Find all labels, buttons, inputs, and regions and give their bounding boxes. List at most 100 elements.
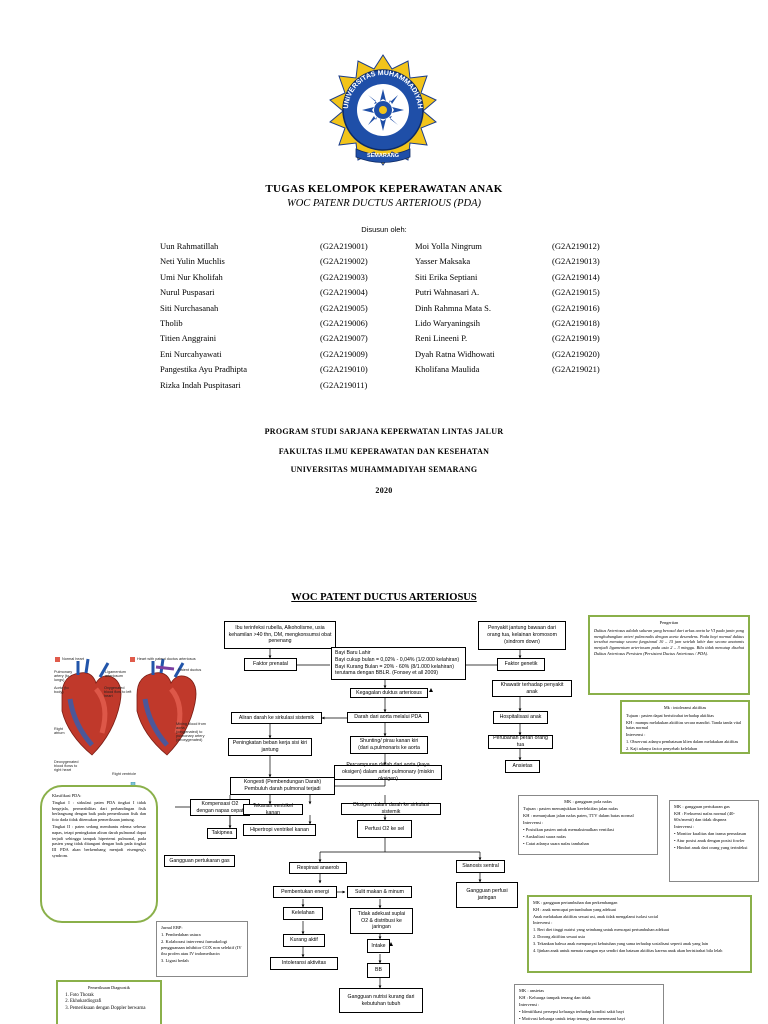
mk-aktivitas-panel: Mk : intoleransi aktifitas Tujuan : pasi… (620, 700, 750, 754)
member-nim: (G2A219015) (552, 287, 600, 297)
member-nim: (G2A219018) (552, 318, 600, 328)
mk-pertukaran-gas-line: KH : Frekuensi nafas normal (40-60x/meni… (674, 811, 735, 823)
woc-node-shunting: Shunting/ pirau kanan kiri (dari a.pulmo… (350, 736, 428, 754)
member-name: Kholifana Maulida (415, 364, 480, 374)
mk-aktivitas-line: Intervensi : (626, 732, 646, 738)
member-nim: (G2A219010) (320, 364, 368, 374)
pengertian-text: Duktus Arteriosus adalah saluran yang be… (594, 627, 744, 656)
mk-aktivitas-lines: Tujuan : pasien dapat beristirahat terha… (626, 712, 744, 754)
member-nim: (G2A219001) (320, 241, 368, 251)
document-title: TUGAS KELOMPOK KEPERAWATAN ANAK (265, 183, 503, 195)
heart-label-deoxygenated: Deoxygenated blood flows to right heart (54, 760, 79, 772)
mk-pertumbuhan-title: MK : gangguan pertumbuhan dan perkembang… (533, 900, 618, 905)
mk-pertukaran-gas-panel: MK : gangguan pertukaran gas KH : Frekue… (669, 800, 759, 882)
mk-aktivitas-line: Tujuan : pasien dapat beristirahat terha… (626, 712, 714, 718)
mk-pertumbuhan-lines: KH : anak mencapai pertumbuhan yang adek… (533, 907, 746, 954)
pengertian-title: Pengertian (659, 620, 679, 625)
mk-pertumbuhan-line: Intervensi : (533, 920, 553, 926)
mk-ansietas-line: • Identifikasi persepsi keluarga terhada… (519, 1009, 625, 1015)
member-name: Uun Rahmatillah (160, 241, 219, 251)
member-nim: (G2A219012) (552, 241, 600, 251)
jurnal-ebp-title: Jurnal EBP: (161, 925, 183, 930)
mk-pertumbuhan-line: 2. Dorong aktifitas sesuai usia (533, 933, 585, 939)
mk-pertukaran-gas-line: Intervensi : (674, 824, 695, 830)
mk-ansietas-line: KH : Keluarga tampak tenang dan tidak (519, 995, 591, 1001)
mk-pola-nafas-title: MK : gangguan pola nafas (564, 799, 612, 804)
mk-pertukaran-gas-line: • Hindari anak dari orang yang terinfeks… (674, 845, 748, 851)
member-name: Dinh Rahmna Mata S. (415, 303, 492, 313)
member-nim: (G2A219020) (552, 349, 600, 359)
heart-label-oxygenated: Oxygenated blood flow to left heart (104, 686, 132, 698)
member-name: Lido Waryaningsih (415, 318, 481, 328)
member-name: Putri Wahnasari A. (415, 287, 480, 297)
university-logo: UNIVERSITAS MUHAMMADIYAH SEMARANG (329, 54, 437, 166)
member-name: Umi Nur Kholifah (160, 272, 223, 282)
program-name: PROGRAM STUDI SARJANA KEPERWATAN LINTAS … (264, 427, 504, 436)
woc-node-percampuran: Percampuran darah dari aorta (kaya oksig… (334, 762, 442, 782)
member-name: Moi Yolla Ningrum (415, 241, 482, 251)
woc-node-intoleransi: Intoleransi aktivitas (270, 957, 338, 970)
heart-label-pulmonary: Pulmonary artery (to lungs) (54, 670, 73, 682)
heart-label-right-atrium: Right atrium (54, 727, 65, 735)
mk-pola-nafas-line: • Catat adanya suara nafas tambahan (523, 841, 589, 847)
member-name: Reni Lineeni P. (415, 333, 468, 343)
woc-node-gangguan-nutrisi: Gangguan nutrisi kurang dari kebutuhan t… (339, 988, 423, 1013)
member-name: Dyah Ratna Widhowati (415, 349, 495, 359)
heart-illustration (52, 655, 207, 777)
mk-ansietas-panel: MK : ansietas KH : Keluarga tampak tenan… (514, 984, 664, 1024)
jurnal-line: 3. Ligasi bedah (161, 958, 189, 964)
diagnostik-item: Foto Thorak (70, 993, 156, 999)
woc-node-kompensasi: Kompensasi O2 dengan napas cepat (190, 799, 250, 816)
member-name: Neti Yulin Muchlis (160, 256, 225, 266)
university-name: UNIVERSITAS MUHAMMADIYAH SEMARANG (290, 465, 478, 474)
klasifikasi-tingkat-1: Tingkat I : sirkulasi paten PDA tingkat … (52, 799, 146, 823)
heart-label-aorta: Aorta (to body) (54, 686, 69, 694)
woc-node-gangguan-pertukaran: Gangguan pertukaran gas (164, 855, 235, 867)
woc-node-tidak-adekuat: Tidak adekuat suplai O2 & distribusi ke … (350, 908, 413, 934)
mk-aktivitas-line: KH : mampu melakukan aktifitas secara ma… (626, 719, 742, 731)
woc-node-faktor-genetik: Faktor genetik (497, 658, 545, 671)
mk-pertumbuhan-line: KH : anak mencapai pertumbuhan yang adek… (533, 906, 616, 912)
diagnostik-list: Foto ThorakEkhokardiografiPemeriksaan de… (62, 993, 156, 1012)
jurnal-line: 1. Pembedahan ustura (161, 932, 201, 938)
woc-node-hospitalisasi: Hospitalisasi anak (493, 711, 548, 724)
woc-node-kongesti: Kongesti (Pembendungan Darah) Pembuluh d… (230, 777, 335, 795)
member-nim: (G2A219004) (320, 287, 368, 297)
woc-node-peningkatan-beban: Peningkatan beban kerja sisi kiri jantun… (228, 738, 312, 756)
mk-aktivitas-line: 1. Observasi adanya pembatasan klien dal… (626, 738, 739, 744)
logo-bottom-text: SEMARANG (367, 153, 399, 159)
woc-node-takipnea: Takipnea (207, 828, 237, 839)
document-subtitle: WOC PATENR DUCTUS ARTERIOUS (PDA) (286, 198, 482, 209)
diagnostik-item: Ekhokardiografi (70, 999, 156, 1005)
mk-pertukaran-gas-line: • Monitor kualitas dan irama pernafasan (674, 831, 747, 837)
member-name: Eni Nurcahyawati (160, 349, 222, 359)
mk-pertukaran-gas-lines: KH : Frekuensi nafas normal (40-60x/meni… (674, 811, 754, 851)
woc-node-respirasi: Respirasi anaerob (289, 862, 347, 874)
woc-node-bayi-lahir: Bayi Baru Lahir Bayi cukup bulan = 0,02%… (331, 647, 466, 680)
mk-pertumbuhan-line: Anak melakukan aktifitas sesuai usi, ana… (533, 913, 659, 919)
member-name: Rizka Indah Puspitasari (160, 380, 241, 390)
heart-label-patent: Patent ductus (178, 668, 202, 672)
heart-label-normal: Normal heart (62, 657, 84, 661)
member-nim: (G2A219005) (320, 303, 368, 313)
prepared-by-label: Disusun oleh: (361, 225, 407, 234)
mk-pola-nafas-line: Tujuan : pasien menunjukkan keefektifan … (523, 806, 619, 812)
member-nim: (G2A219013) (552, 256, 600, 266)
mk-pertumbuhan-line: 1. Beri diet tinggi nutrisi yang seimban… (533, 927, 669, 933)
woc-title: WOC PATENT DUCTUS ARTERIOSUS (291, 592, 477, 603)
mk-pertukaran-gas-line: • Atur posisi anak dengan posisi fowler (674, 838, 745, 844)
mk-ansietas-title: MK : ansietas (519, 988, 544, 993)
member-nim: (G2A219021) (552, 364, 600, 374)
mk-aktivitas-line: 3. Bantu klien mengidentifikasi aktifita… (626, 753, 744, 754)
member-nim: (G2A219019) (552, 333, 600, 343)
woc-node-bb: BB (367, 963, 390, 978)
diagnostik-panel: Pemeriksaan Diagnostik Foto ThorakEkhoka… (56, 980, 162, 1024)
woc-node-penyakit: Penyakit jantung bawaan dari orang tua, … (478, 621, 566, 650)
woc-node-ibu: Ibu terinfeksi rubella, Alkoholisme, usi… (224, 621, 336, 649)
woc-node-pembentukan: Pembentukan energi (273, 886, 337, 898)
woc-node-tekanan-ventrikel: Tekanan ventrikel kanan (243, 803, 303, 816)
woc-node-darah-aorta: Darah dari aorta melalui PDA (347, 712, 429, 723)
